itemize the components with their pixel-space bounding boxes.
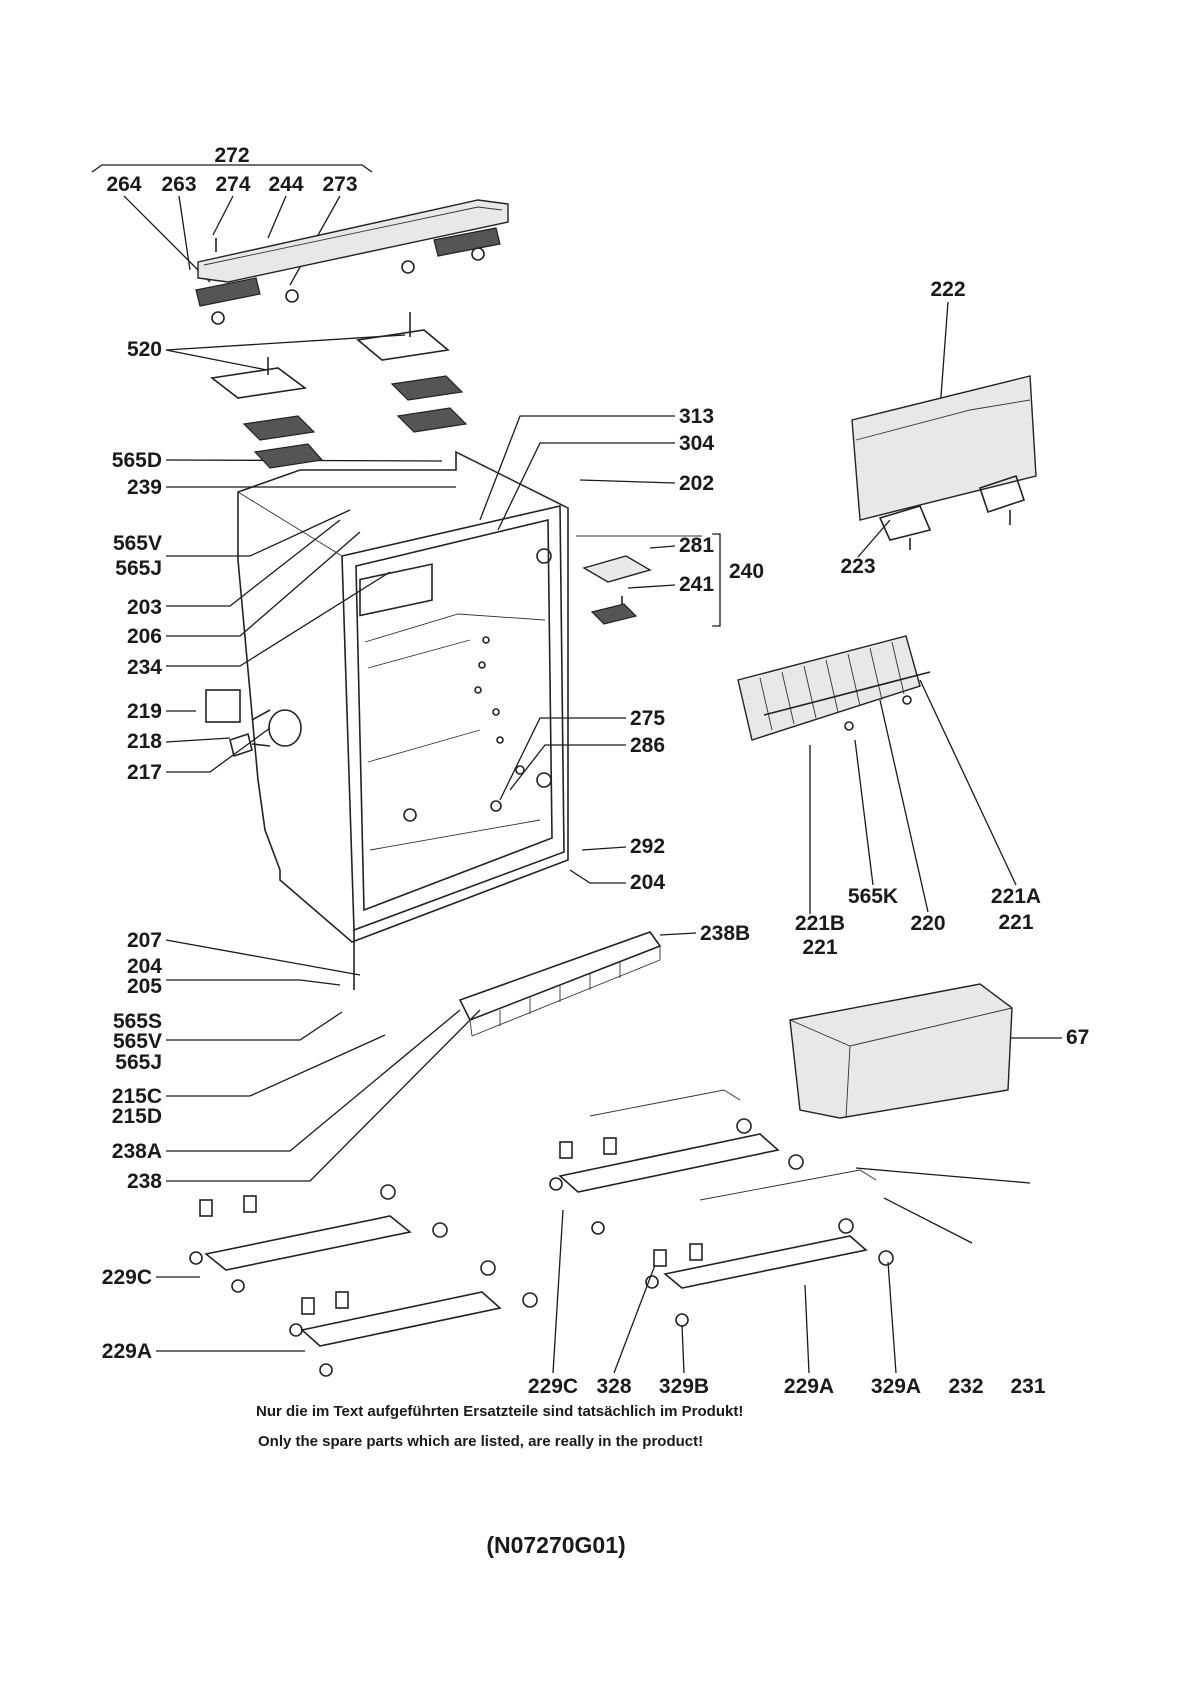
label-229A-bottom: 229A <box>784 1375 834 1398</box>
label-565V-lower: 565V <box>113 1030 162 1053</box>
label-263: 263 <box>161 173 196 196</box>
door-shelf-238 <box>458 931 662 1037</box>
label-229C-bottom: 229C <box>528 1375 578 1398</box>
drawing-code: (N07270G01) <box>486 1532 625 1558</box>
label-328: 328 <box>596 1375 631 1398</box>
label-203: 203 <box>127 596 162 619</box>
label-565D: 565D <box>112 449 162 472</box>
label-223: 223 <box>840 555 875 578</box>
label-313: 313 <box>679 405 714 428</box>
label-206: 206 <box>127 625 162 648</box>
part-number-labels: 272 264 263 274 244 273 222 520 313 304 … <box>102 144 1090 1398</box>
label-204-left: 204 <box>127 955 162 978</box>
label-217: 217 <box>127 761 162 784</box>
label-234: 234 <box>127 656 162 679</box>
label-220: 220 <box>910 912 945 935</box>
label-272: 272 <box>214 144 249 167</box>
label-241: 241 <box>679 573 714 596</box>
label-215D: 215D <box>112 1105 162 1128</box>
label-231: 231 <box>1010 1375 1045 1398</box>
label-229A-left: 229A <box>102 1340 152 1363</box>
label-281: 281 <box>679 534 714 557</box>
label-565J: 565J <box>115 557 162 580</box>
label-229C-left: 229C <box>102 1266 152 1289</box>
note-english: Only the spare parts which are listed, a… <box>258 1433 703 1450</box>
label-202: 202 <box>679 472 714 495</box>
label-244: 244 <box>268 173 303 196</box>
label-275: 275 <box>630 707 665 730</box>
label-221A: 221A <box>991 885 1041 908</box>
label-238: 238 <box>127 1170 162 1193</box>
label-204-right: 204 <box>630 871 665 894</box>
top-frame-assembly <box>195 199 509 325</box>
label-222: 222 <box>930 278 965 301</box>
label-264: 264 <box>106 173 141 196</box>
label-565J-lower: 565J <box>115 1051 162 1074</box>
latch-assembly-240 <box>576 535 702 625</box>
label-221-left: 221 <box>802 936 837 959</box>
crisper-drawer-67 <box>789 983 1013 1119</box>
wire-shelves <box>189 1089 894 1377</box>
label-205: 205 <box>127 975 162 998</box>
label-218: 218 <box>127 730 162 753</box>
freezer-door-222 <box>851 375 1037 550</box>
label-565S: 565S <box>113 1010 162 1033</box>
label-238B: 238B <box>700 922 750 945</box>
label-67: 67 <box>1066 1026 1089 1049</box>
label-238A: 238A <box>112 1140 162 1163</box>
label-329B: 329B <box>659 1375 709 1398</box>
label-565V: 565V <box>113 532 162 555</box>
label-221B: 221B <box>795 912 845 935</box>
label-239: 239 <box>127 476 162 499</box>
label-292: 292 <box>630 835 665 858</box>
radiator-221 <box>737 635 931 741</box>
label-304: 304 <box>679 432 714 455</box>
label-232: 232 <box>948 1375 983 1398</box>
note-german: Nur die im Text aufgeführten Ersatzteile… <box>256 1403 743 1420</box>
label-207: 207 <box>127 929 162 952</box>
label-565K: 565K <box>848 885 898 908</box>
label-215C: 215C <box>112 1085 162 1108</box>
label-520: 520 <box>127 338 162 361</box>
label-274: 274 <box>215 173 250 196</box>
label-221-right: 221 <box>998 911 1033 934</box>
label-329A: 329A <box>871 1375 921 1398</box>
label-219: 219 <box>127 700 162 723</box>
label-286: 286 <box>630 734 665 757</box>
label-273: 273 <box>322 173 357 196</box>
refrigerator-cabinet <box>205 450 569 990</box>
leader-lines <box>91 164 1062 1374</box>
label-240: 240 <box>729 560 764 583</box>
top-filters <box>210 312 468 469</box>
